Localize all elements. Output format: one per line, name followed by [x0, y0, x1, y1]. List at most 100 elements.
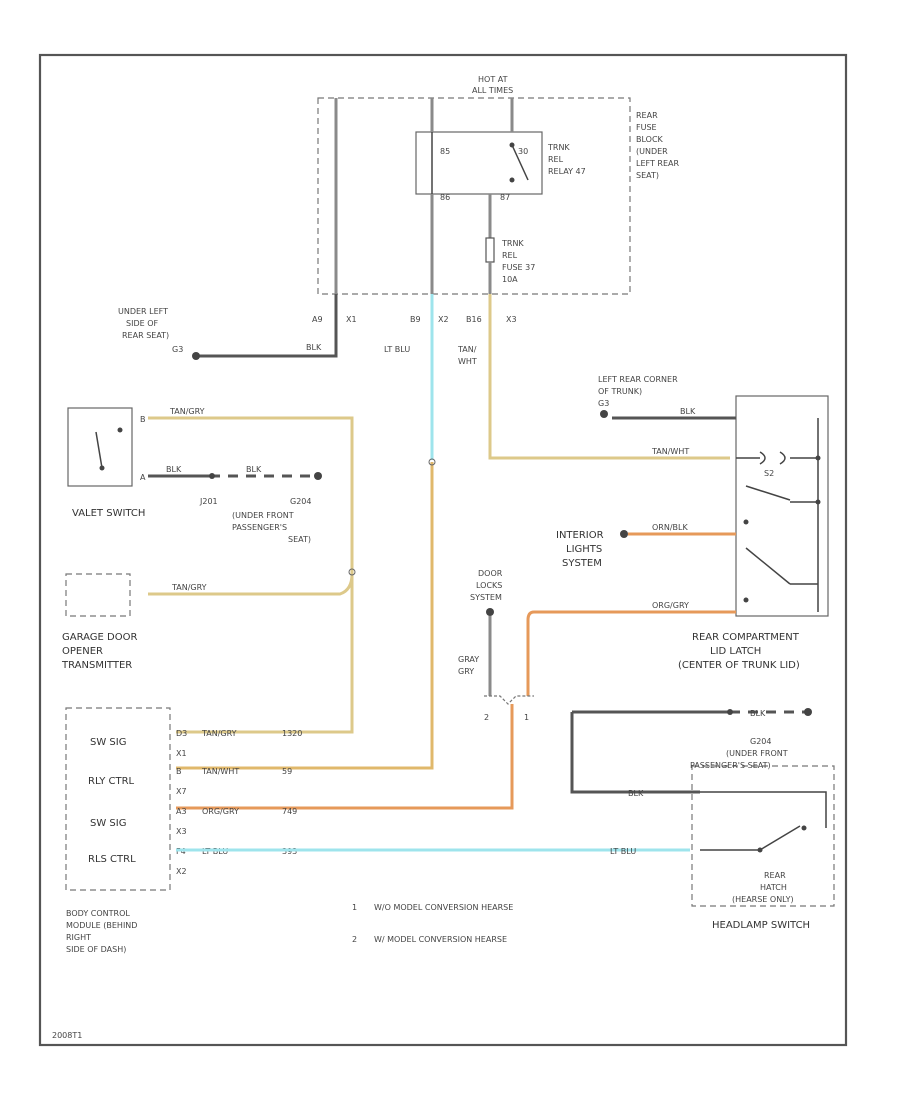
wire-label-hatch-blk: BLK: [628, 789, 644, 798]
svg-text:1320: 1320: [282, 729, 302, 738]
svg-text:X1: X1: [176, 749, 187, 758]
svg-text:749: 749: [282, 807, 297, 816]
pin-86: 86: [440, 193, 450, 202]
relay-label: TRNK REL RELAY 47: [547, 143, 586, 176]
garage-door-transmitter: [65, 573, 131, 617]
valet-switch-label: VALET SWITCH: [72, 508, 145, 519]
lid-latch-label: REAR COMPARTMENT LID LATCH (CENTER OF TR…: [678, 632, 800, 671]
rear-fuse-block: [317, 97, 631, 295]
wire-label-garage: TAN/GRY: [171, 583, 207, 592]
valet-pin-b: B: [140, 415, 146, 424]
wire-label-hatch-blu: LT BLU: [610, 847, 636, 856]
wire-label-latch-org: ORG/GRY: [652, 601, 689, 610]
wire-org-gry-latch: [526, 610, 736, 696]
svg-text:X2: X2: [176, 867, 187, 876]
door-locks-icon: [486, 608, 494, 616]
svg-text:10A: 10A: [502, 275, 518, 284]
svg-text:HATCH: HATCH: [760, 883, 787, 892]
svg-text:SW SIG: SW SIG: [90, 737, 126, 748]
bcm-row-3: SW SIG A3 X3 ORG/GRY 749: [90, 807, 297, 836]
wire-tan-wht-bcm: [176, 462, 434, 770]
figure-id: 2008T1: [52, 1031, 82, 1040]
valet-pin-a: A: [140, 473, 146, 482]
svg-text:W/O MODEL CONVERSION HEARSE: W/O MODEL CONVERSION HEARSE: [374, 903, 513, 912]
latch-switch-id: S2: [764, 469, 774, 478]
svg-text:BLOCK: BLOCK: [636, 135, 664, 144]
wire-label-interior: ORN/BLK: [652, 523, 688, 532]
svg-text:TRNK: TRNK: [501, 239, 524, 248]
wire-label-latch-tan: TAN/WHT: [651, 447, 689, 456]
wire-tan-wht-latch: [488, 294, 730, 460]
headlamp-ground-wire: BLK: [750, 709, 766, 718]
svg-text:G3: G3: [598, 399, 609, 408]
svg-text:LEFT REAR: LEFT REAR: [636, 159, 679, 168]
fuse-block-connectors: A9 X1 B9 X2 B16 X3: [312, 315, 517, 324]
svg-text:DOOR: DOOR: [478, 569, 503, 578]
wire-rear-seat-ground: [196, 294, 338, 358]
svg-text:TRNK: TRNK: [547, 143, 570, 152]
headlamp-ground-label: (UNDER FRONT PASSENGER'S SEAT): [690, 749, 788, 770]
headlamp-ground-id: G204: [750, 737, 771, 746]
wire-label-valet-bottom-2: BLK: [246, 465, 262, 474]
valet-switch[interactable]: [67, 407, 133, 487]
svg-text:B: B: [176, 767, 182, 776]
wire-org-gry-bcm: [176, 704, 514, 810]
trunk-release-fuse-icon: [485, 237, 495, 263]
latch-switch-contact-2-icon: [745, 547, 791, 585]
door-locks-label: DOOR LOCKS SYSTEM: [470, 569, 503, 602]
svg-text:A3: A3: [176, 807, 187, 816]
svg-text:SEAT): SEAT): [636, 171, 659, 180]
svg-text:SYSTEM: SYSTEM: [470, 593, 502, 602]
trunk-release-relay: [415, 131, 543, 195]
wire-label-door-gry: GRY: [458, 667, 474, 676]
wire-label-latch-blk: BLK: [680, 407, 696, 416]
svg-text:REAR: REAR: [764, 871, 786, 880]
svg-text:LOCKS: LOCKS: [476, 581, 502, 590]
svg-text:59: 59: [282, 767, 292, 776]
svg-text:MODULE (BEHIND: MODULE (BEHIND: [66, 921, 137, 930]
svg-text:RIGHT: RIGHT: [66, 933, 91, 942]
svg-text:(UNDER FRONT: (UNDER FRONT: [726, 749, 788, 758]
svg-text:FUSE: FUSE: [636, 123, 657, 132]
svg-text:LIGHTS: LIGHTS: [566, 544, 602, 555]
wire-label-door-gray: GRAY: [458, 655, 479, 664]
garage-transmitter-label: GARAGE DOOR OPENER TRANSMITTER: [61, 632, 137, 671]
trunk-ground-icon: [600, 410, 608, 418]
relay-contact-icon: [511, 144, 529, 181]
svg-text:TRANSMITTER: TRANSMITTER: [61, 660, 132, 671]
svg-text:REL: REL: [502, 251, 518, 260]
valet-ground-label: (UNDER FRONT PASSENGER'S SEAT): [232, 511, 311, 544]
svg-text:(CENTER OF TRUNK LID): (CENTER OF TRUNK LID): [678, 660, 800, 671]
body-control-module: [65, 707, 171, 891]
svg-text:X3: X3: [176, 827, 187, 836]
bcm-row-2: RLY CTRL B X7 TAN/WHT 59: [88, 767, 292, 796]
svg-text:2: 2: [352, 935, 357, 944]
hot-at-label: HOT AT: [478, 75, 508, 84]
svg-text:LID LATCH: LID LATCH: [710, 646, 761, 657]
svg-text:REAR SEAT): REAR SEAT): [122, 331, 169, 340]
wire-label-lt-blu: LT BLU: [384, 345, 410, 354]
svg-text:FUSE 37: FUSE 37: [502, 263, 535, 272]
svg-text:BODY CONTROL: BODY CONTROL: [66, 909, 130, 918]
ground-rear-seat-label: UNDER LEFT SIDE OF REAR SEAT) G3: [118, 307, 183, 354]
svg-text:(UNDER FRONT: (UNDER FRONT: [232, 511, 294, 520]
bcm-label: BODY CONTROL MODULE (BEHIND RIGHT SIDE O…: [66, 909, 137, 954]
svg-text:TAN/WHT: TAN/WHT: [201, 767, 239, 776]
svg-text:G3: G3: [172, 345, 183, 354]
interior-lights-label: INTERIOR LIGHTS SYSTEM: [556, 530, 604, 569]
note-1: 1 W/O MODEL CONVERSION HEARSE: [352, 903, 513, 912]
svg-text:SIDE OF: SIDE OF: [126, 319, 158, 328]
valet-ground-id: G204: [290, 497, 311, 506]
svg-text:GARAGE DOOR: GARAGE DOOR: [62, 632, 137, 643]
svg-text:B9: B9: [410, 315, 421, 324]
svg-text:PASSENGER'S: PASSENGER'S: [232, 523, 287, 532]
svg-text:OF TRUNK): OF TRUNK): [598, 387, 642, 396]
wire-tan-gry-garage: [148, 573, 354, 596]
svg-text:X1: X1: [346, 315, 357, 324]
wire-label-valet-top: TAN/GRY: [169, 407, 205, 416]
svg-text:REAR COMPARTMENT: REAR COMPARTMENT: [692, 632, 800, 643]
svg-text:(UNDER: (UNDER: [636, 147, 668, 156]
pin-87: 87: [500, 193, 510, 202]
svg-text:OPENER: OPENER: [62, 646, 103, 657]
headlamp-switch[interactable]: [691, 765, 835, 907]
